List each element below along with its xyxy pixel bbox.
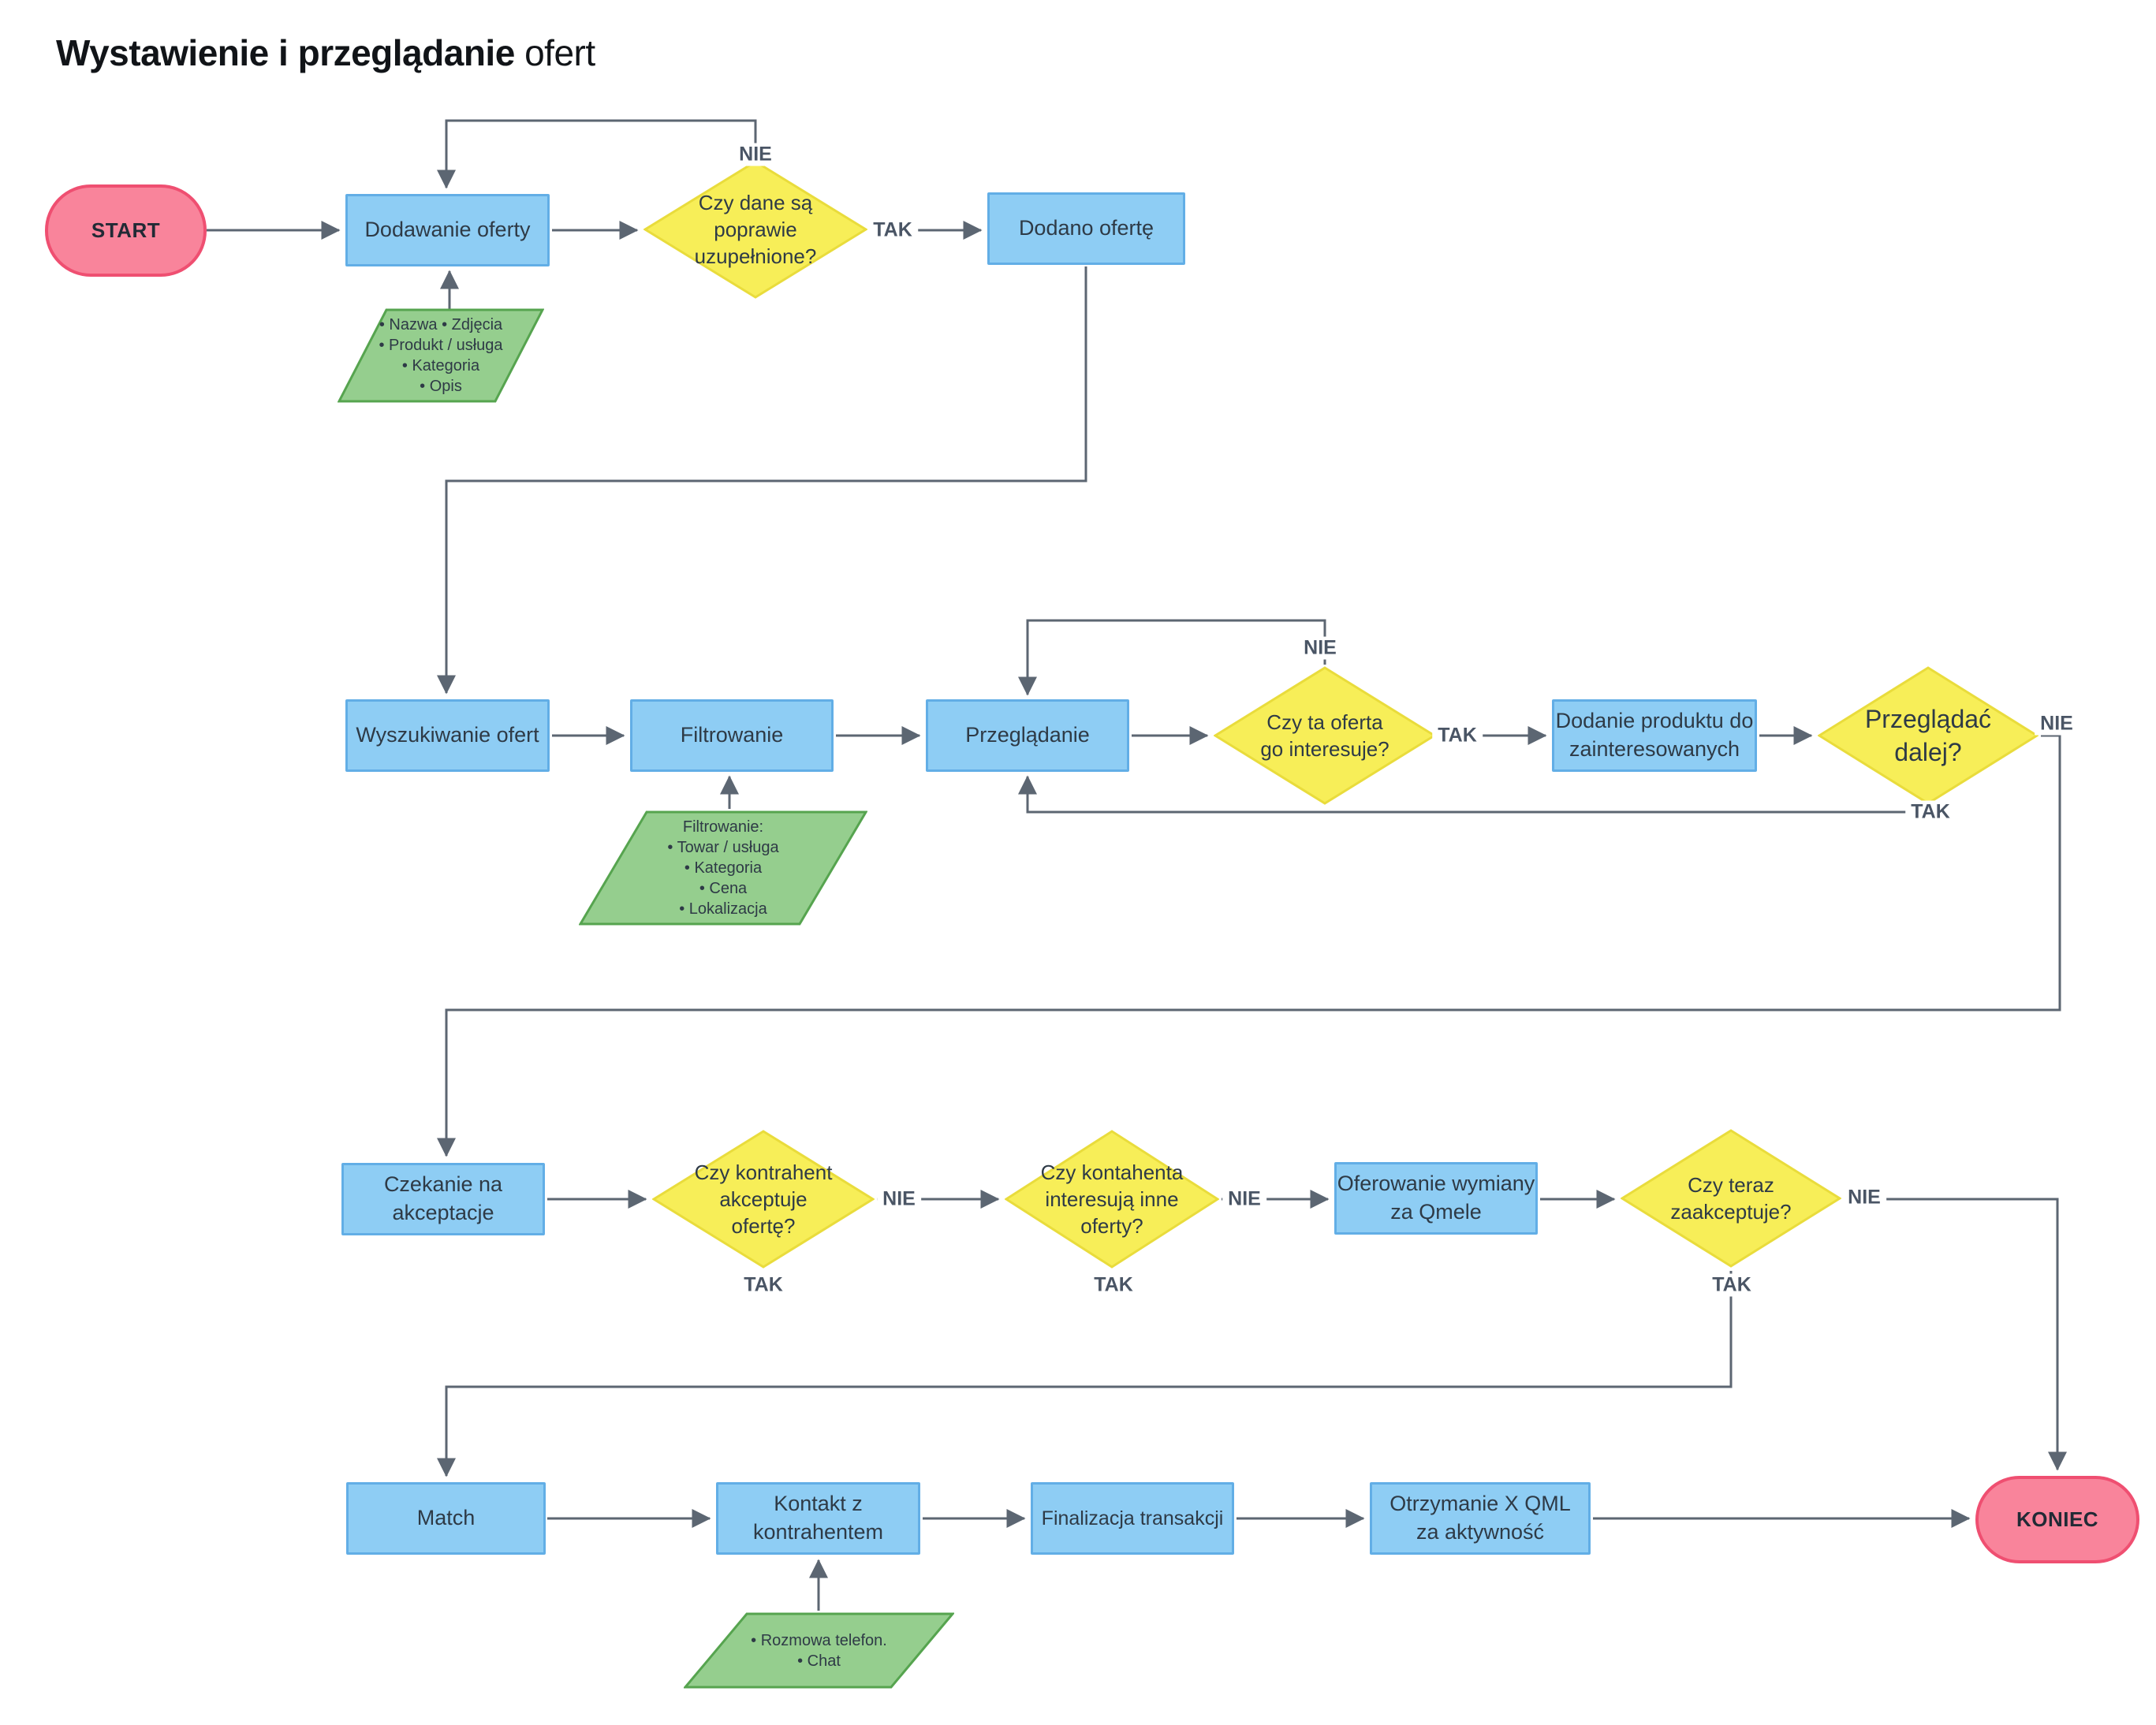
decision-inne-oferty[interactable]: Czy kontahenta interesują inne oferty? (1005, 1130, 1219, 1269)
decision-label: akceptuje (719, 1187, 808, 1211)
process-finalizacja-transakcji[interactable]: Finalizacja transakcji (1031, 1482, 1234, 1555)
decision-label: Czy dane są (698, 190, 813, 214)
process-oferowanie-wymiany[interactable]: Oferowanie wymiany za Qmele (1334, 1162, 1538, 1235)
label-yes-akceptuje: TAK (738, 1273, 789, 1297)
edge-przegladac-nie-czekanie (437, 734, 2061, 1157)
process-czekanie-na-akceptacje[interactable]: Czekanie na akceptacje (341, 1163, 545, 1235)
data-label: • Lokalizacja (679, 900, 767, 918)
parallelogram-shape (579, 810, 867, 926)
data-filtry[interactable]: Filtrowanie: • Towar / usługa • Kategori… (579, 810, 867, 926)
data-dane-oferty[interactable]: • Nazwa • Zdjęcia • Produkt / usługa • K… (338, 308, 544, 403)
label-no-interesuje: NIE (1298, 636, 1342, 660)
data-label: • Nazwa • Zdjęcia (379, 316, 503, 333)
process-label: Kontakt z (774, 1492, 863, 1516)
process-label: Dodawanie oferty (364, 218, 531, 242)
edge-dodano-wyszukiwanie (437, 266, 1087, 695)
decision-oferta-interesuje[interactable]: Czy ta oferta go interesuje? (1214, 666, 1436, 805)
label-no-inne: NIE (1222, 1187, 1266, 1211)
process-label: Match (416, 1506, 476, 1530)
edge-teraz-nie-koniec (1844, 1198, 2067, 1471)
diamond-shape (1214, 666, 1436, 805)
data-label: • Produkt / usługa (379, 337, 503, 354)
process-label: kontrahentem (752, 1520, 884, 1544)
decision-label: interesują inne (1045, 1187, 1179, 1211)
data-label: • Cena (699, 880, 748, 897)
process-wyszukiwanie-ofert[interactable]: Wyszukiwanie ofert (345, 699, 550, 772)
decision-label: zaakceptuje? (1670, 1200, 1792, 1224)
decision-label: oferty? (1080, 1214, 1143, 1239)
process-label: Czekanie na (383, 1172, 503, 1197)
label-yes-inne: TAK (1088, 1273, 1139, 1297)
label-no-akceptuje: NIE (877, 1187, 921, 1211)
data-kanaly-kontaktu[interactable]: • Rozmowa telefon. • Chat (684, 1612, 954, 1689)
diamond-shape (643, 160, 867, 299)
parallelogram-shape (684, 1612, 954, 1689)
label-no-dane: NIE (733, 143, 778, 166)
decision-label: Czy kontahenta (1040, 1160, 1184, 1184)
process-kontakt-z-kontrahentem[interactable]: Kontakt z kontrahentem (716, 1482, 920, 1555)
decision-kontrahent-akceptuje[interactable]: Czy kontrahent akceptuje ofertę? (652, 1130, 875, 1269)
process-label: Finalizacja transakcji (1041, 1507, 1224, 1529)
data-label: • Chat (797, 1652, 841, 1670)
page-title-regular: ofert (524, 32, 595, 73)
data-label: Filtrowanie: (682, 818, 764, 836)
process-przegladanie[interactable]: Przeglądanie (926, 699, 1129, 772)
label-yes-interesuje: TAK (1432, 724, 1483, 747)
decision-label: poprawie (714, 217, 797, 241)
decision-teraz-zaakceptuje[interactable]: Czy teraz zaakceptuje? (1621, 1129, 1841, 1268)
decision-label: Czy kontrahent (694, 1160, 833, 1184)
process-label: Wyszukiwanie ofert (356, 723, 539, 747)
process-label: Filtrowanie (680, 723, 784, 747)
page-title-bold: Wystawienie i przeglądanie (56, 32, 515, 73)
process-label: Otrzymanie X QML (1389, 1492, 1571, 1516)
process-dodawanie-oferty[interactable]: Dodawanie oferty (345, 194, 550, 266)
label-yes-teraz: TAK (1707, 1273, 1757, 1297)
terminal-koniec[interactable]: KONIEC (1975, 1476, 2139, 1563)
process-match[interactable]: Match (346, 1482, 546, 1555)
decision-label: dalej? (1894, 738, 1962, 766)
process-label: zainteresowanych (1569, 737, 1740, 761)
decision-label: Czy ta oferta (1266, 710, 1383, 734)
process-label: Dodano ofertę (1018, 216, 1154, 240)
decision-label: Czy teraz (1688, 1172, 1774, 1197)
data-label: • Kategoria (684, 859, 763, 877)
terminal-koniec-label: KONIEC (2016, 1507, 2099, 1531)
decision-label: go interesuje? (1260, 737, 1389, 761)
parallelogram-shape (338, 308, 544, 403)
label-yes-dane: TAK (867, 218, 918, 242)
data-label: • Kategoria (401, 357, 480, 374)
label-yes-przegladac: TAK (1905, 800, 1956, 824)
decision-label: Przeglądać (1864, 704, 1992, 733)
edge-przegladac-tak-loop (1018, 775, 1928, 814)
process-dodanie-produktu[interactable]: Dodanie produktu do zainteresowanych (1552, 699, 1757, 772)
data-label: • Opis (420, 378, 462, 395)
decision-label: uzupełnione? (694, 244, 817, 269)
edge-dane-nie-loop (437, 119, 757, 189)
process-label: Oferowanie wymiany (1337, 1172, 1535, 1196)
decision-label: ofertę? (731, 1214, 796, 1239)
process-label: Przeglądanie (965, 723, 1090, 747)
data-label: • Towar / usługa (667, 839, 779, 856)
process-label: za aktywność (1416, 1520, 1545, 1544)
label-no-teraz: NIE (1842, 1186, 1886, 1209)
page-title: Wystawienie i przeglądanie ofert (56, 32, 595, 74)
terminal-start-label: START (91, 218, 161, 242)
process-label: za Qmele (1390, 1200, 1482, 1224)
process-label: Dodanie produktu do (1555, 709, 1754, 733)
label-no-przegladac: NIE (2035, 712, 2079, 736)
decision-dane-poprawne[interactable]: Czy dane są poprawie uzupełnione? (643, 160, 867, 299)
diamond-shape (1621, 1129, 1841, 1268)
data-label: • Rozmowa telefon. (751, 1631, 887, 1649)
process-label: akceptacje (392, 1201, 494, 1224)
edge-teraz-tak-match (437, 1271, 1733, 1477)
terminal-start[interactable]: START (45, 184, 207, 277)
process-dodano-oferte[interactable]: Dodano ofertę (987, 192, 1185, 265)
process-filtrowanie[interactable]: Filtrowanie (630, 699, 834, 772)
decision-przegladac-dalej[interactable]: Przeglądać dalej? (1818, 666, 2039, 805)
process-otrzymanie-qml[interactable]: Otrzymanie X QML za aktywność (1370, 1482, 1591, 1555)
diamond-shape (1005, 1130, 1219, 1269)
diamond-shape (652, 1130, 875, 1269)
